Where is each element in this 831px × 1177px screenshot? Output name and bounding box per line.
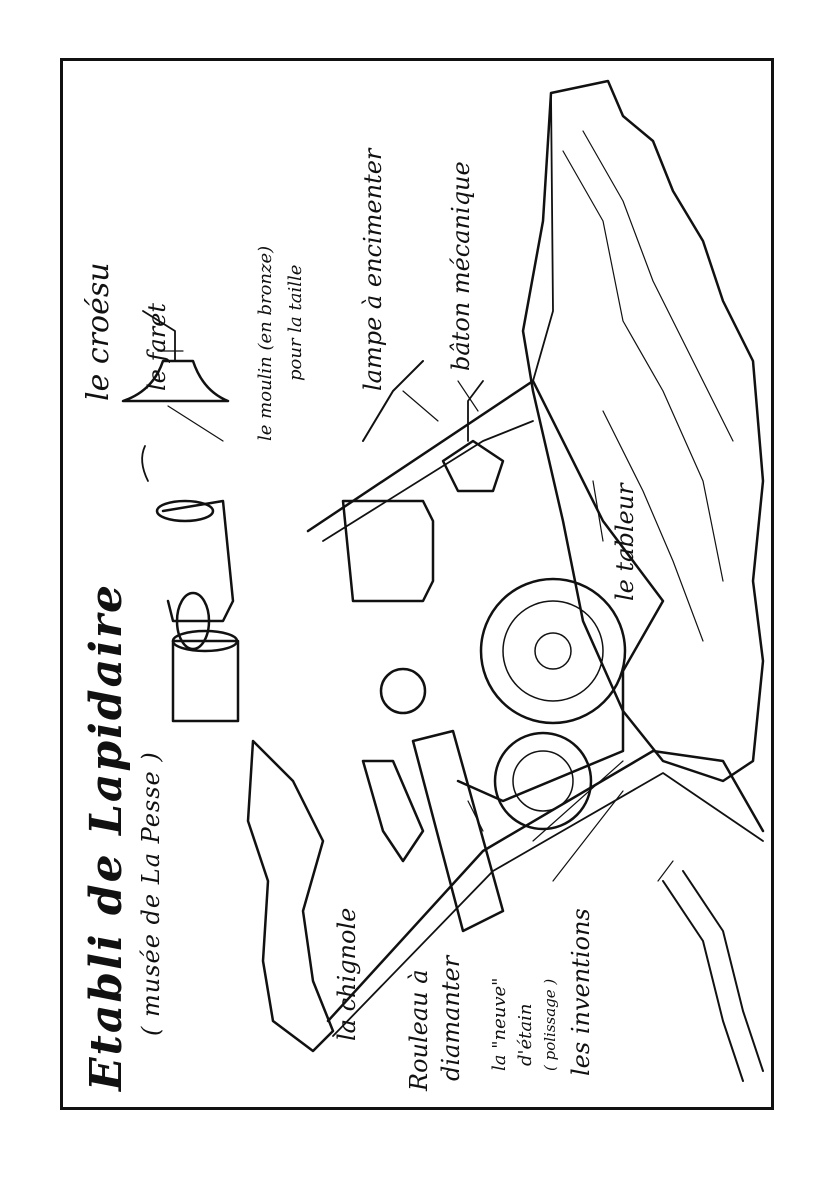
label-baton: bâton mécanique [447,161,475,371]
label-neuve-line1: la "neuve" [489,977,510,1071]
label-tableur: le tableur [611,483,639,601]
label-lampe: lampe à encimenter [359,148,387,391]
title-sub: ( musée de La Pesse ) [137,751,165,1036]
label-moulin-line2: pour la taille [285,264,306,381]
bench-front-edge [326,749,765,1023]
label-neuve-line2: d'étain [515,1003,536,1066]
tin-wheel [493,731,593,831]
left-block [246,739,335,1053]
polishing-cylinder [171,639,240,723]
label-neuve-line3: ( polissage ) [541,978,559,1071]
label-croesu: le croésu [81,262,116,401]
crank-handle [161,499,235,623]
bench-top-edge [306,379,665,803]
label-faret: le faret [143,302,171,391]
label-chignole: la chignole [333,907,361,1041]
title-main: Etabli de Lapidaire [81,582,132,1091]
croesu-lamp [121,359,230,403]
tableur-wheel [479,577,627,725]
lamp [441,439,505,493]
illustration-frame: Etabli de Lapidaire ( musée de La Pesse … [60,58,774,1110]
wooden-slab [521,79,765,783]
rouleau-bar [411,729,505,933]
label-rouleau-line2: diamanter [437,955,465,1081]
chignole [361,759,425,863]
label-inventions: les inventions [567,908,595,1076]
mill-axle [341,499,435,603]
label-moulin-line1: le moulin (en bronze) [255,245,276,441]
bench-leg [682,870,764,1072]
workbench-drawing [121,79,765,1082]
label-rouleau-line1: Rouleau à [405,969,433,1091]
